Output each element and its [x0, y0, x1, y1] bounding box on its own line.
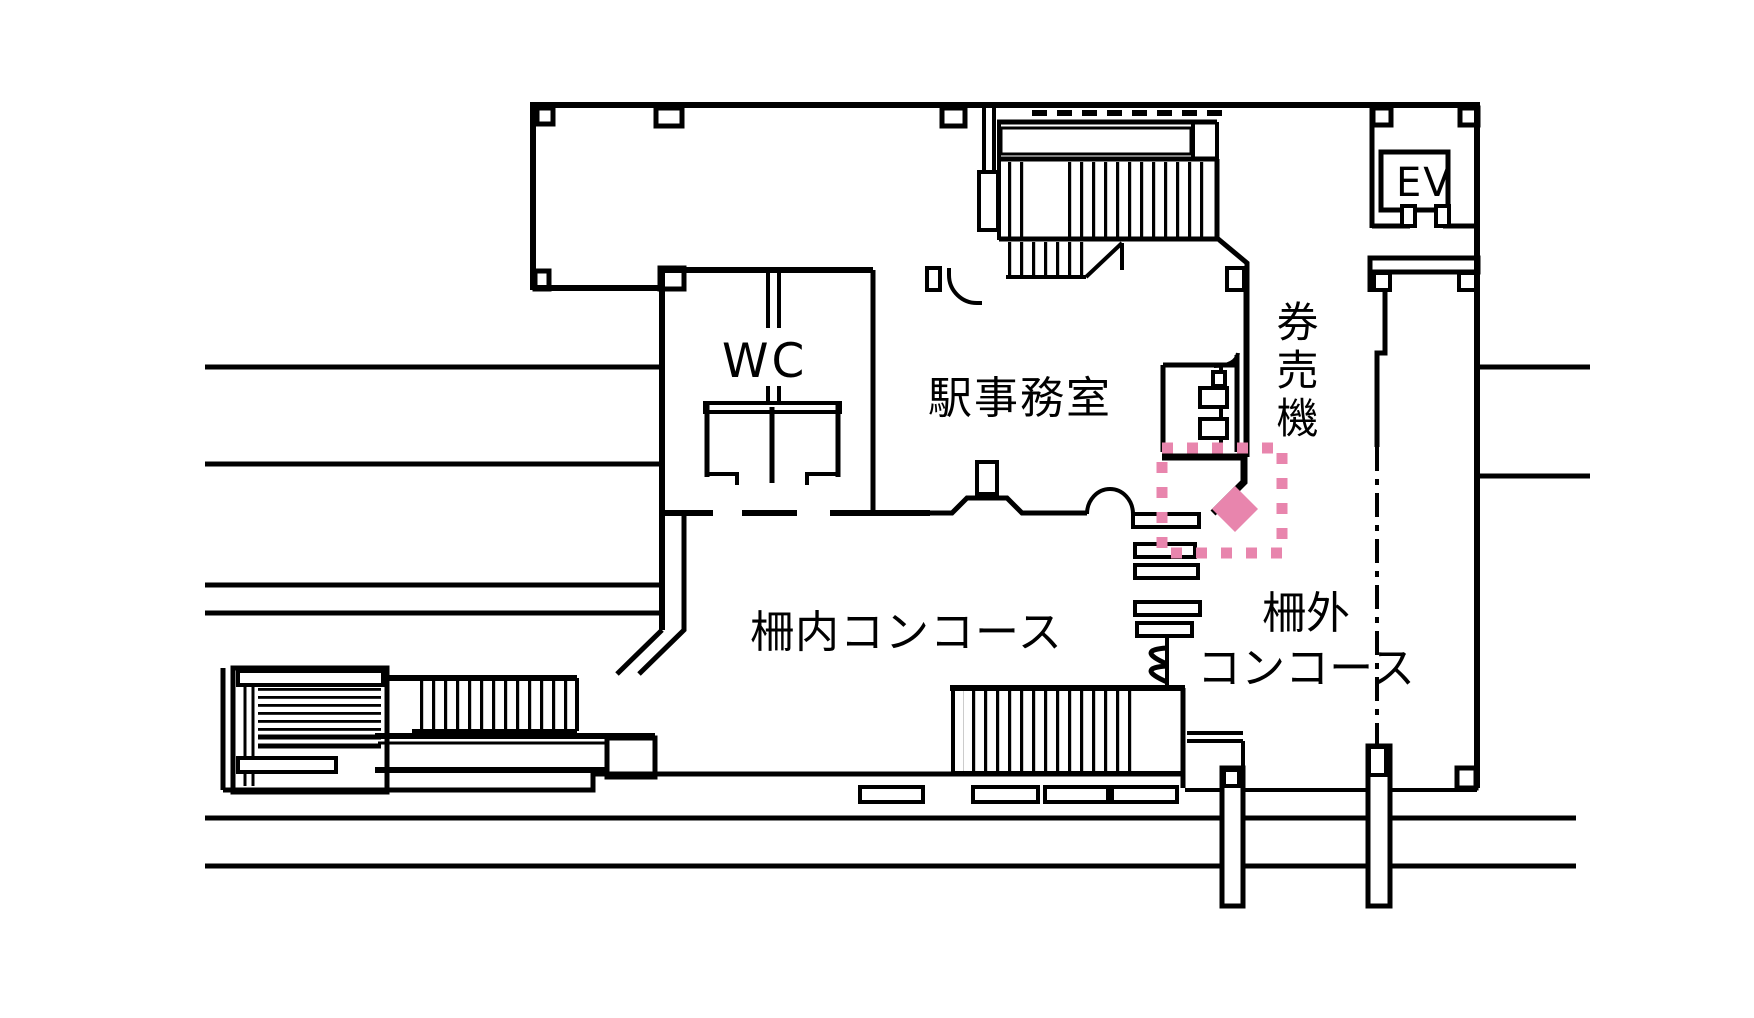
column [532, 268, 552, 292]
vending-machine [1198, 417, 1229, 440]
column [653, 105, 685, 129]
pillar-cap [1367, 745, 1388, 777]
lower-left-stairs [220, 665, 1185, 795]
label-station-office: 駅事務室 [928, 373, 1112, 424]
counter [930, 495, 1060, 516]
column [939, 105, 968, 129]
ticket-machine-area [1160, 290, 1249, 516]
column [1457, 271, 1479, 292]
platform-edge-block [858, 785, 925, 804]
stair-treads [1068, 162, 1207, 239]
door-jamb [925, 266, 942, 292]
label-outside-gate-concourse: 柵外 コンコース [1186, 586, 1426, 696]
wc-fixture [703, 401, 842, 485]
escalator-steps [258, 688, 381, 732]
elevator-room [1367, 105, 1481, 745]
track-lines [205, 364, 1590, 869]
label-outside-gate-concourse-line1: 柵外 [1262, 588, 1350, 639]
manual-swing-gate [1148, 645, 1169, 685]
building-walls [530, 102, 1481, 791]
vending-machine [1198, 386, 1229, 409]
highlight-zone [1156, 442, 1288, 559]
upper-staircase [947, 108, 1250, 457]
pillar [1219, 765, 1246, 909]
label-wc: WC [722, 334, 808, 389]
label-outside-gate-concourse-line2: コンコース [1197, 643, 1415, 694]
label-elevator: EV [1396, 160, 1453, 206]
door-arc [1085, 487, 1111, 515]
wc-room [659, 267, 876, 630]
concourse-divider [615, 460, 1135, 676]
elevator-door-notch [1400, 204, 1417, 228]
column [1457, 105, 1481, 128]
pillars [1219, 743, 1393, 909]
column [534, 105, 556, 127]
column [1372, 271, 1392, 292]
gate-machine [1135, 621, 1194, 638]
stair-treads [1006, 242, 1086, 276]
gate-machine [1133, 563, 1200, 580]
door-arc [1109, 487, 1135, 515]
highlight-marker-diamond [1212, 486, 1258, 532]
door-arc [947, 268, 982, 306]
door-jamb [1225, 266, 1246, 292]
stair-treads [963, 691, 1135, 771]
highlight-dotted-rect [1156, 442, 1288, 559]
platform-edge-block [1043, 785, 1110, 804]
label-inside-gate-concourse: 柵内コンコース [750, 607, 1063, 658]
landing-box [604, 735, 658, 780]
label-ticket-machines: 券売機 [1270, 300, 1319, 444]
column [1370, 105, 1394, 128]
lower-central-stairs [858, 685, 1477, 804]
elevator-door-notch [1434, 204, 1451, 228]
wall-band [1367, 255, 1481, 275]
gate-machine [1133, 600, 1202, 617]
platform-edge-block [1110, 785, 1179, 804]
platform-edge-block [971, 785, 1040, 804]
stair-treads [1001, 162, 1025, 239]
column [1454, 765, 1479, 791]
escalator-upper [999, 126, 1193, 156]
vending-machine [1211, 370, 1227, 388]
counter-post [975, 460, 999, 496]
pillar-cap [1222, 768, 1241, 788]
stair-treads [412, 681, 577, 731]
